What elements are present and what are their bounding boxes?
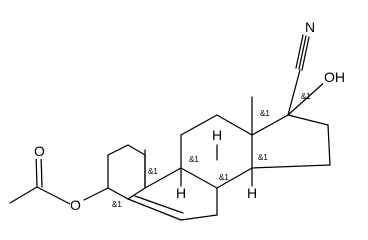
stereo-c10-label: &1 xyxy=(148,167,158,176)
hydroxyl-label: OH xyxy=(324,69,345,85)
h8-label: H xyxy=(212,127,222,143)
stereo-c14-label: &1 xyxy=(258,153,268,162)
bond-acyl-carbonyl-1 xyxy=(35,153,38,188)
stereo-c17-label: &1 xyxy=(301,92,311,101)
acetate-ester-o-label: O xyxy=(70,197,81,213)
bond-c10-c9 xyxy=(144,167,182,189)
carbonyl-o-background xyxy=(33,143,45,159)
bond-c14-c8 xyxy=(216,167,253,189)
bond-c16-c15 xyxy=(327,124,331,166)
nitrile-n-label: N xyxy=(305,19,315,35)
bond-cn-triple-b xyxy=(301,36,310,71)
bond-c11-c12 xyxy=(180,114,218,136)
atom-label-layer: N OH O O H H H xyxy=(33,18,349,213)
bond-c6-c5 xyxy=(127,198,182,221)
stereo-c8-label: &1 xyxy=(219,173,229,182)
stereo-c13-label: &1 xyxy=(260,109,270,118)
hydroxyl-background xyxy=(323,69,349,85)
bond-c15-c14 xyxy=(251,164,331,169)
acetate-carbonyl-o-label: O xyxy=(34,143,45,159)
stereo-label-layer: &1 &1 &1 &1 &1 &1 &1 xyxy=(112,92,311,209)
bond-acyl-methyl xyxy=(9,186,38,204)
bond-cn-triple-c xyxy=(295,34,304,69)
h14-label: H xyxy=(247,185,257,201)
bond-c9-c8 xyxy=(180,167,218,189)
bond-c13-c17 xyxy=(251,114,289,136)
ester-o-background xyxy=(70,197,82,213)
stereo-c9-label: &1 xyxy=(189,155,199,164)
bond-c5-c6-double xyxy=(134,195,184,214)
bond-c12-c13 xyxy=(216,114,253,136)
bond-c5-c10 xyxy=(127,187,146,200)
bond-o-acyl xyxy=(36,186,73,206)
nitrile-n-background xyxy=(305,18,317,34)
bond-c2-c3 xyxy=(107,144,129,156)
bond-c17-oh xyxy=(287,79,328,116)
bond-layer xyxy=(9,34,331,221)
bond-acyl-carbonyl-2 xyxy=(40,153,43,188)
bond-c17-c16 xyxy=(287,114,329,126)
bond-cn-triple-a xyxy=(298,35,307,70)
stereo-c3-label: &1 xyxy=(112,200,122,209)
bond-c17-cn xyxy=(287,69,301,116)
bond-c4-c5 xyxy=(107,187,129,200)
bond-c7-c6 xyxy=(180,214,218,221)
bond-c1-c2 xyxy=(127,144,146,156)
h9-label: H xyxy=(176,185,186,201)
bond-c3-o xyxy=(83,187,109,201)
